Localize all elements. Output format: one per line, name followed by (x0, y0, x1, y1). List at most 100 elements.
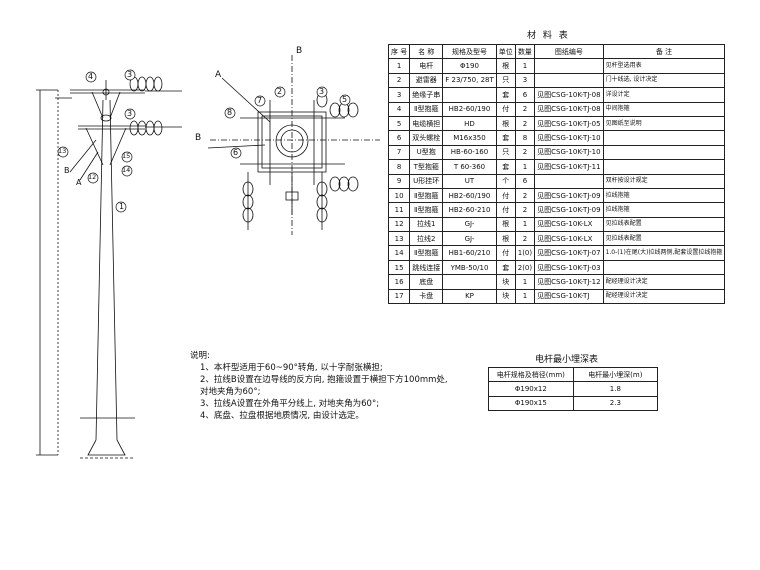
table-cell: 见图CSG-10K-TJ-03 (534, 259, 604, 276)
callout-circle-p2 (274, 86, 286, 98)
table-cell: 2.3 (572, 395, 659, 412)
notes-title: 说明: (190, 351, 210, 361)
callout-4: 4 (88, 72, 94, 81)
table-cell: YMB-50/10 (442, 259, 497, 276)
label-b-top: B (296, 46, 303, 56)
insulator-string-upper (129, 76, 163, 92)
note-line: 对地夹角为60°; (200, 387, 261, 397)
column-header: 图纸编号 (534, 43, 604, 60)
callout-circle-15 (121, 151, 133, 163)
table-cell: 2 (514, 202, 536, 218)
callout-3b: 3 (127, 109, 133, 118)
callout-circle-3b (124, 108, 136, 120)
table-cell: 14 (387, 245, 411, 261)
table-cell: Φ190x12 (488, 381, 574, 397)
table-cell (534, 58, 604, 74)
callout-circle-p7 (254, 95, 266, 107)
table-cell: 电缆横担 (409, 115, 444, 132)
table-cell: HD (442, 115, 497, 132)
callout-p8: 8 (227, 108, 233, 117)
callout-circle-3 (124, 69, 136, 81)
table-cell: 套 (495, 259, 516, 276)
column-header: 序 号 (387, 43, 411, 60)
table-cell: 见图CSG-10K-TJ-11 (534, 159, 604, 175)
table-cell (602, 130, 726, 146)
table-cell: Ⅱ型抱箍 (409, 101, 444, 117)
callout-1: 1 (119, 202, 125, 211)
table-cell: 只 (495, 144, 516, 161)
table-cell: 根 (495, 58, 516, 74)
table-cell: 7 (387, 144, 411, 161)
callout-circle-p5 (339, 94, 351, 106)
table-cell: Ⅱ型抱箍 (409, 245, 444, 261)
callout-circle-1 (115, 201, 127, 213)
table-cell: 2 (514, 231, 536, 247)
callout-circle-12 (87, 172, 99, 184)
table-cell: 见图纸至说明 (602, 115, 726, 132)
callout-p6: 6 (233, 148, 239, 157)
table-cell: 付 (495, 245, 516, 261)
table-cell: 双头螺栓 (409, 130, 444, 146)
callout-15: 15 (122, 152, 131, 160)
pole-elevation (36, 76, 182, 459)
callout-14: 14 (122, 166, 131, 174)
table-cell: 付 (495, 202, 516, 218)
table-cell: HB-60-160 (442, 144, 497, 161)
table-cell: 见图CSG-10K-LX (534, 216, 604, 233)
table-cell: HB2-60/190 (442, 187, 497, 204)
table-cell: 见图CSG-10K-TJ-09 (534, 187, 604, 204)
table-cell: 电杆 (409, 58, 444, 74)
table-cell (534, 173, 604, 189)
table-cell: 1(0) (514, 245, 536, 261)
table-cell: 底盘 (409, 274, 444, 290)
note-line: 1、本杆型适用于60~90°转角, 以十字耐张横担; (200, 363, 383, 373)
callout-p5: 5 (342, 95, 348, 104)
table-cell: 见图CSG-10K-TJ-10 (534, 130, 604, 146)
table-cell: 根 (495, 216, 516, 233)
table-cell: 块 (495, 274, 516, 290)
table-cell: 块 (495, 288, 516, 305)
table-cell: 12 (387, 216, 411, 233)
column-header: 备 注 (602, 43, 726, 60)
table-cell: 见图CSG-10K-TJ-10 (534, 144, 604, 161)
materials-header-row: 序 号名 称规格及型号单位数量图纸编号备 注 (387, 43, 726, 60)
table-cell (602, 159, 726, 175)
table-cell: 双杆按设计规定 (602, 173, 726, 189)
table-cell: 1 (514, 58, 536, 74)
note-line: 3、拉线A设置在外角平分线上, 对地夹角为60°; (200, 399, 380, 409)
table-cell (602, 144, 726, 161)
table-cell: 8 (514, 130, 536, 146)
callout-circle-14 (121, 165, 133, 177)
table-cell: 1 (514, 288, 536, 305)
table-cell: 1 (514, 159, 536, 175)
table-cell: F 23/750, 28T (442, 72, 497, 89)
table-cell: 卡盘 (409, 288, 444, 305)
table-cell: 6 (514, 87, 536, 103)
table-cell: 9 (387, 173, 411, 189)
table-cell: 见图CSG-10K-TJ-12 (534, 274, 604, 290)
label-a-elev: A (76, 178, 82, 187)
table-cell (442, 274, 497, 290)
table-cell: HB2-60-210 (442, 202, 497, 218)
table-cell: 见图CSG-10K-TJ-07 (534, 245, 604, 261)
table-cell: 拉线抱箍 (602, 202, 726, 218)
table-cell: 8 (387, 159, 411, 175)
table-cell: 配经理设计决定 (602, 288, 726, 305)
table-cell: 2 (514, 101, 536, 117)
column-header: 电杆规格及梢径(mm) (488, 366, 574, 383)
notes-block: 说明: 1、本杆型适用于60~90°转角, 以十字耐张横担;2、拉线B设置在边导… (190, 350, 448, 422)
table-cell: 6 (514, 173, 536, 189)
table-cell: 配经理设计决定 (602, 274, 726, 290)
table-cell: 3 (514, 72, 536, 89)
table-cell: T 60-360 (442, 159, 497, 175)
table-cell: 1 (387, 58, 411, 74)
